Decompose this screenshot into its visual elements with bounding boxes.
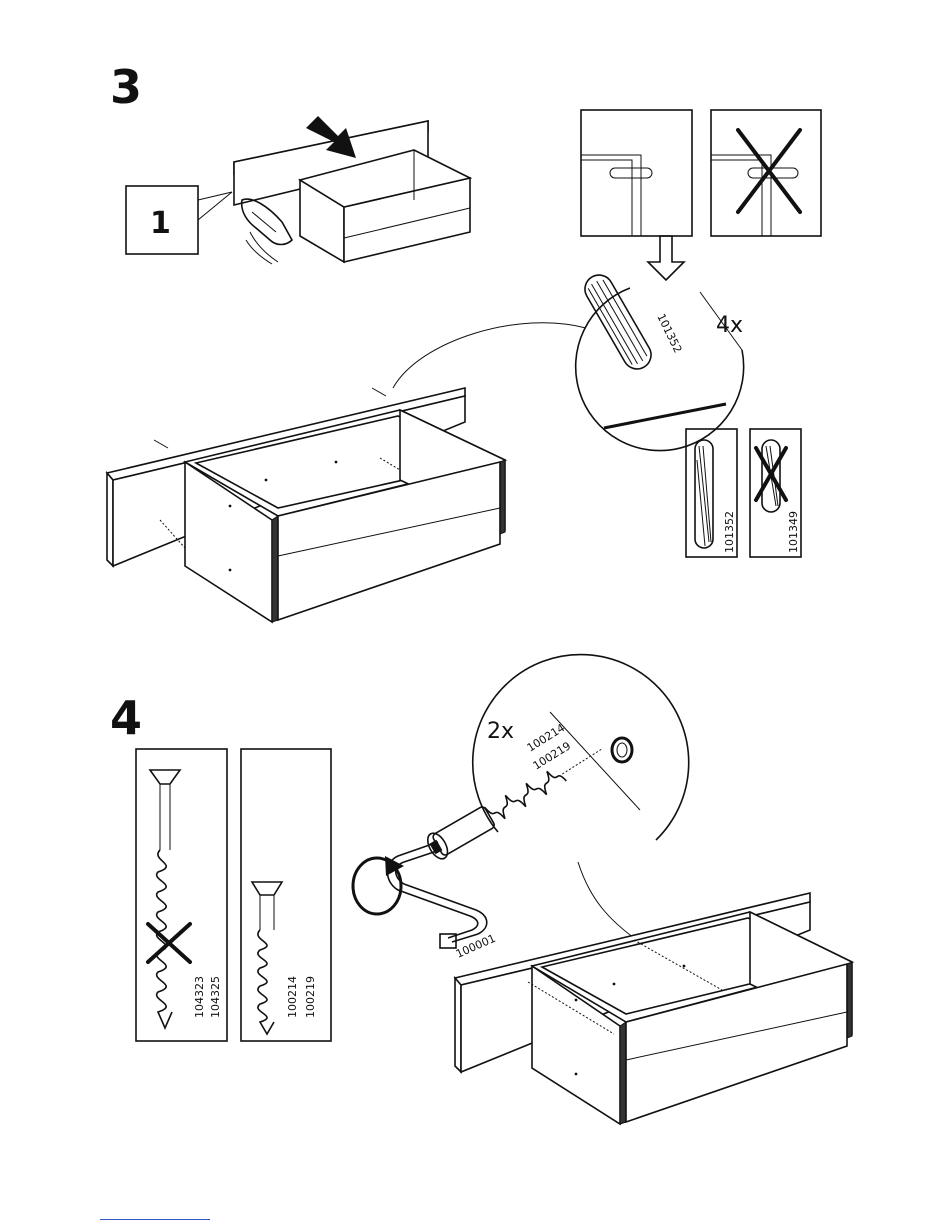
tool-code: 100001: [454, 932, 498, 961]
step-3-assembly: [107, 388, 505, 622]
callout-leader-2: [578, 862, 634, 938]
rotate-arrow-icon: [353, 856, 404, 914]
step-4-number: 4: [110, 691, 142, 745]
dowel-correct-detail: [581, 110, 692, 236]
substep-number: 1: [150, 206, 171, 241]
dowel-incorrect-detail: [711, 110, 821, 236]
down-arrow-icon: [648, 236, 684, 280]
dowel-part-code: 101352: [654, 312, 684, 355]
screw-code-a2: 104325: [209, 976, 222, 1018]
preview-assembly: [234, 121, 470, 262]
allen-key-icon: 100001: [388, 842, 498, 961]
part-code-incorrect: 101349: [787, 511, 800, 553]
screw-quantity: 2x: [487, 719, 514, 744]
screw-zoom-circle: 100214 100219: [424, 655, 689, 863]
part-code-correct: 101352: [723, 511, 736, 553]
dowel-zoom-circle: 101352: [576, 270, 744, 451]
screw-box-incorrect: 104323 104325: [136, 749, 227, 1041]
screw-box-correct: 100214 100219: [241, 749, 331, 1041]
part-box-correct: 101352: [686, 429, 737, 557]
dowel-quantity: 4x: [716, 313, 743, 338]
hand-icon: [242, 199, 292, 264]
screw-code-a1: 104323: [193, 976, 206, 1018]
part-box-incorrect: 101349: [750, 429, 801, 557]
substep-box: 1: [126, 186, 232, 254]
step-3-number: 3: [110, 60, 142, 114]
callout-leader: [393, 323, 586, 388]
footer-rule: [100, 1219, 210, 1220]
screw-code-b1: 100214: [286, 976, 299, 1018]
step-4-assembly: [455, 893, 852, 1124]
screw-code-b2: 100219: [304, 976, 317, 1018]
